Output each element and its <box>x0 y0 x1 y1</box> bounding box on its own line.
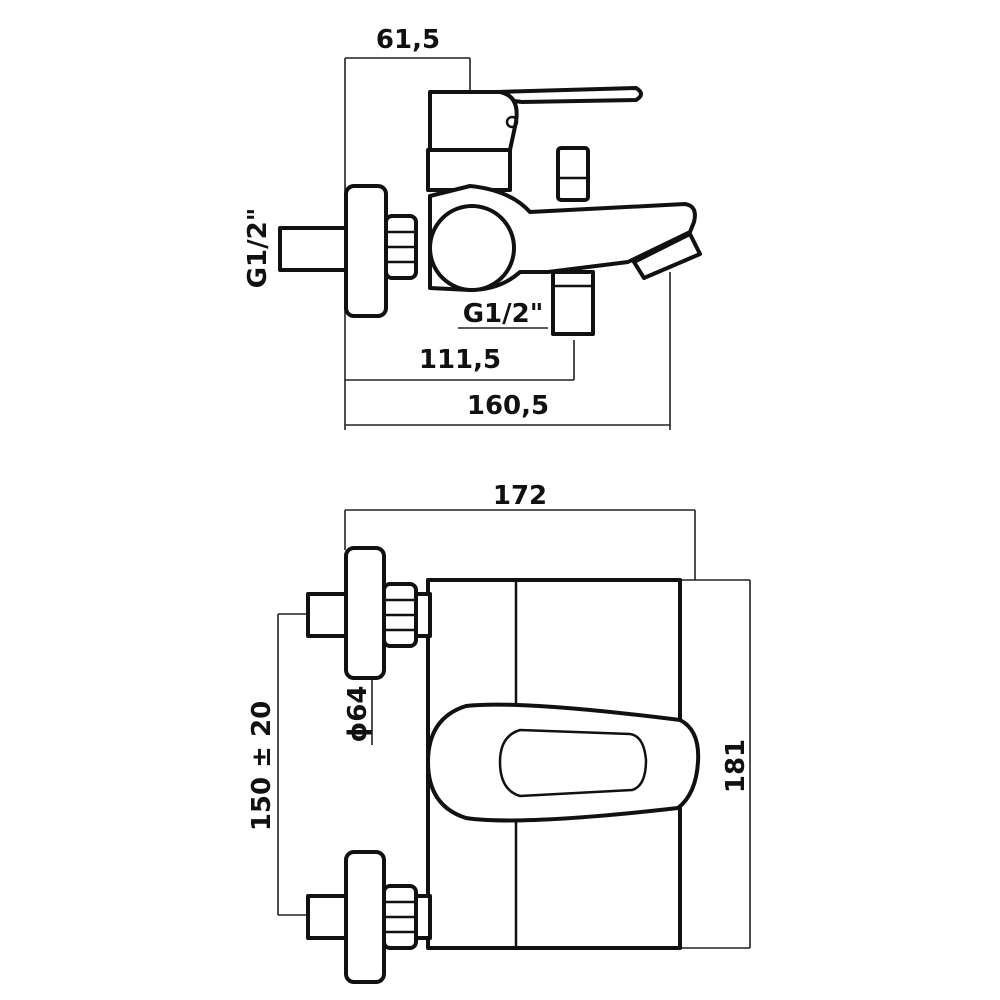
thread-wall-label: G1/2" <box>243 208 273 289</box>
dim-centers-label: 150 ± 20 <box>247 701 277 831</box>
front-view-dimension-lines <box>277 509 751 949</box>
upper-wall-connection <box>306 546 432 680</box>
front-lever-handle <box>426 702 701 823</box>
thread-outlet-label: G1/2" <box>463 299 544 329</box>
dim-outlet-label: 111,5 <box>419 345 501 375</box>
dim-height-label: 181 <box>721 739 751 793</box>
hex-nut <box>384 214 418 280</box>
dim-overall-label: 160,5 <box>467 391 549 421</box>
wall-pipe <box>278 226 348 272</box>
side-view: 61,5 G1/2" G1/2" 111,5 160,5 <box>243 25 702 430</box>
outlet-connection <box>551 270 595 336</box>
dim-width-label: 172 <box>493 481 547 511</box>
lever-handle <box>428 86 643 152</box>
lower-wall-connection <box>306 850 432 984</box>
front-view: 172 181 ϕ64 150 ± 20 <box>247 481 751 984</box>
wall-flange <box>344 184 388 318</box>
cartridge-circle <box>428 204 516 292</box>
spout-nozzle <box>632 232 702 280</box>
body-neck <box>426 148 512 192</box>
dim-flange-diameter-label: ϕ64 <box>343 686 373 743</box>
dim-top-label: 61,5 <box>376 25 440 55</box>
side-view-dimension-lines <box>344 57 671 430</box>
diverter-knob <box>556 146 590 202</box>
